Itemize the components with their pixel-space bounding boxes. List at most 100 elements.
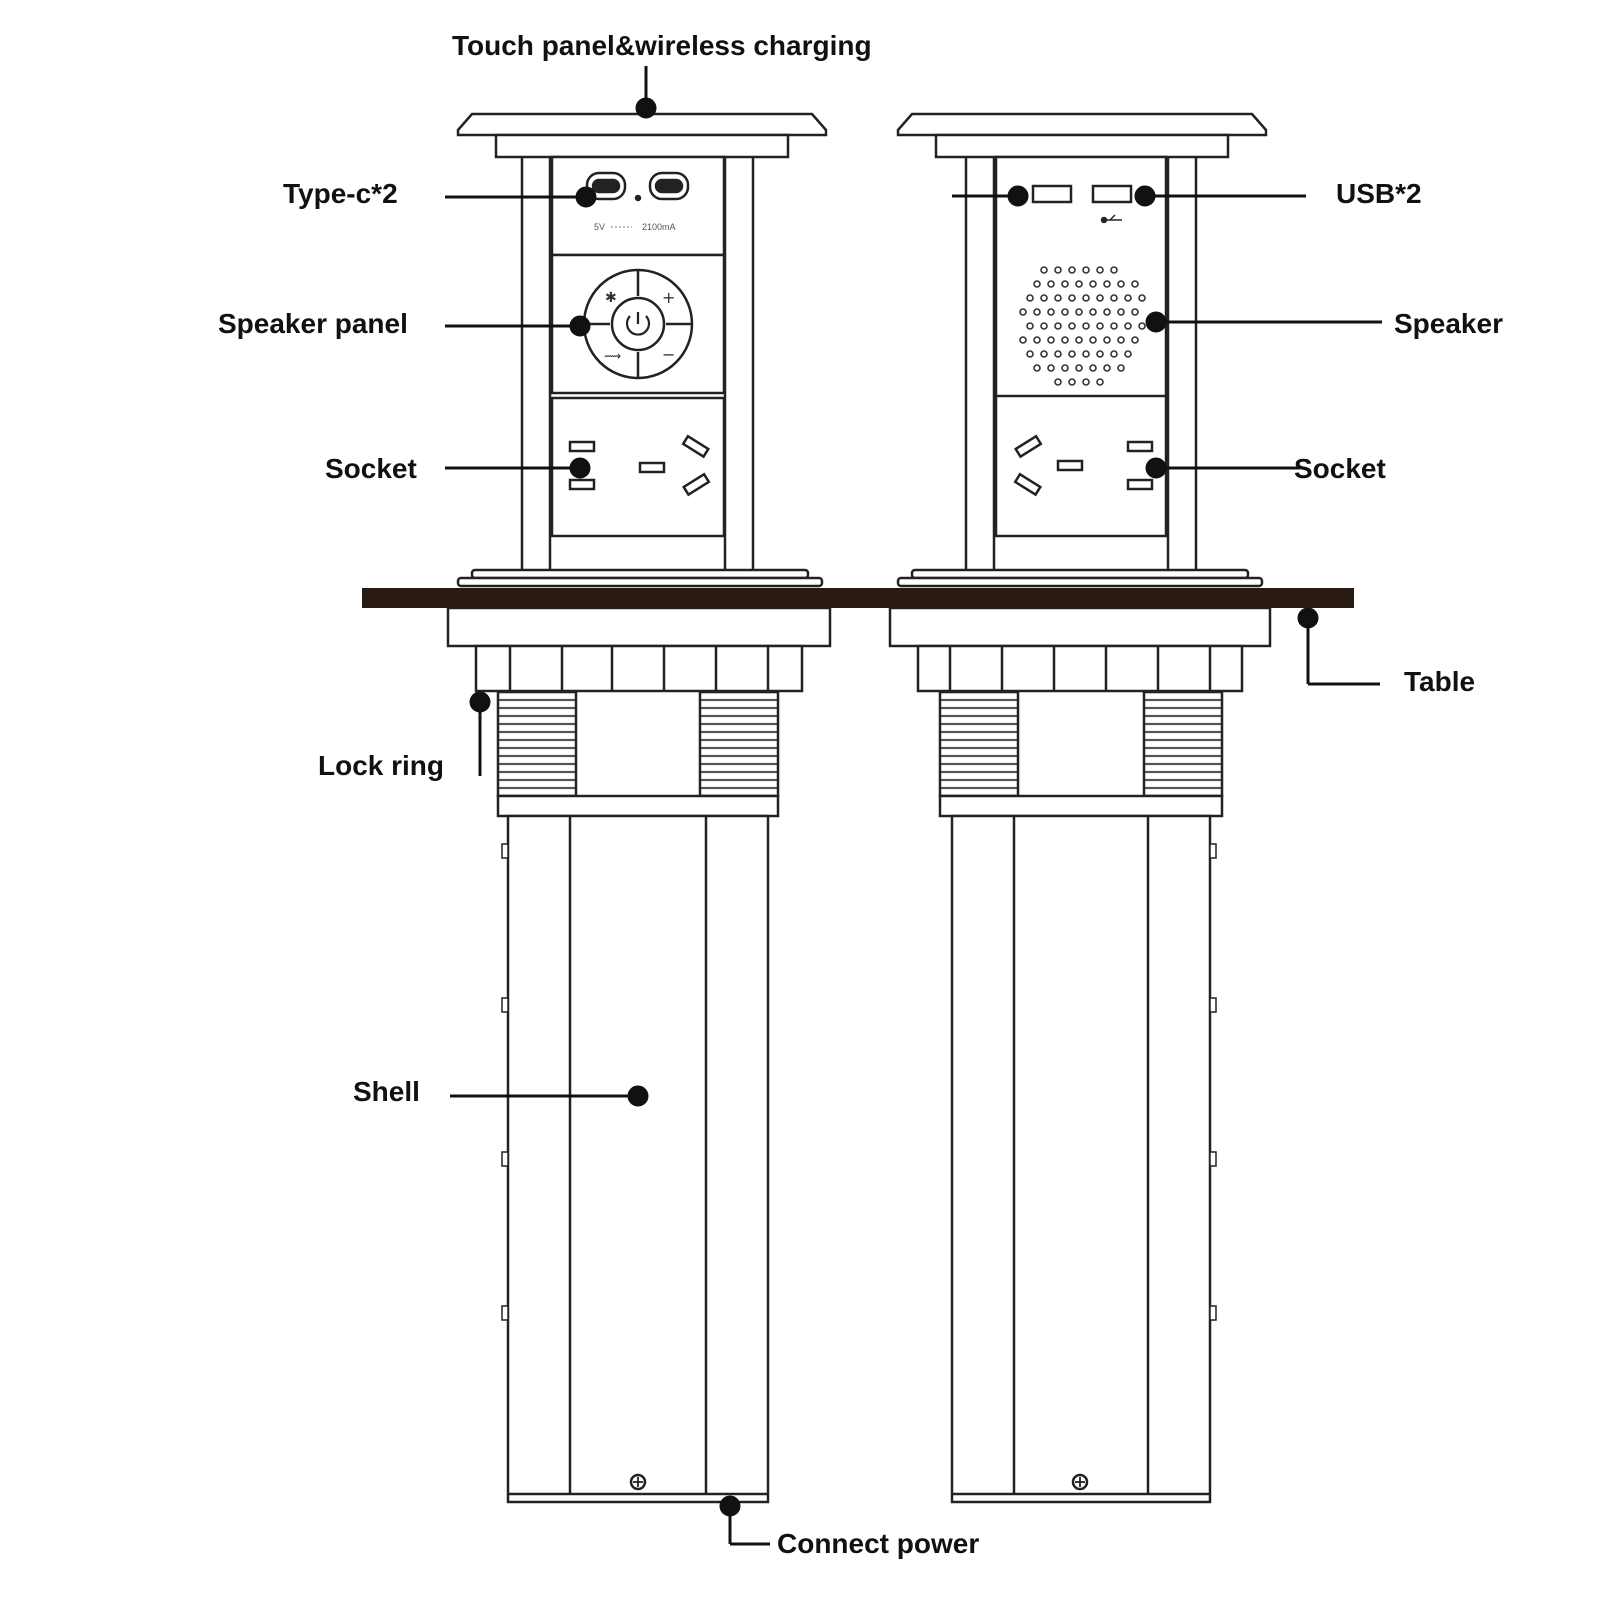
grille-hole <box>1117 364 1125 372</box>
grille-hole <box>1110 294 1118 302</box>
left-shell <box>501 814 770 1504</box>
grille-hole <box>1131 280 1139 288</box>
grille-hole <box>1096 378 1104 386</box>
leader-touch-panel <box>635 66 657 119</box>
svg-text:−: − <box>662 345 675 364</box>
label-speaker-panel: Speaker panel <box>218 308 408 339</box>
grille-hole <box>1082 378 1090 386</box>
grille-hole <box>1131 308 1139 316</box>
left-unit: ✱ + − ⟿ <box>446 112 832 1504</box>
grille-hole <box>1138 322 1146 330</box>
leader-type-c <box>445 186 597 208</box>
right-lid <box>896 112 1268 159</box>
label-usb: USB*2 <box>1336 178 1422 209</box>
grille-hole <box>1075 280 1083 288</box>
grille-hole <box>1033 364 1041 372</box>
label-lock-ring: Lock ring <box>318 750 445 781</box>
grille-hole <box>1068 322 1076 330</box>
leader-table <box>1297 607 1380 686</box>
grille-hole <box>1033 336 1041 344</box>
label-type-c: Type-c*2 <box>283 178 398 209</box>
grille-hole <box>1117 308 1125 316</box>
grille-hole <box>1061 308 1069 316</box>
label-table: Table <box>1404 666 1476 697</box>
grille-hole <box>1040 266 1048 274</box>
leader-speaker <box>1145 311 1382 333</box>
grille-hole <box>1089 336 1097 344</box>
label-socket-left: Socket <box>325 453 417 484</box>
right-collar <box>888 606 1272 693</box>
grille-hole <box>1075 308 1083 316</box>
grille-hole <box>1061 336 1069 344</box>
voltage-text: 5V <box>594 222 605 232</box>
grille-hole <box>1096 294 1104 302</box>
label-speaker: Speaker <box>1394 308 1503 339</box>
label-connect-power: Connect power <box>777 1528 980 1559</box>
leader-shell <box>450 1085 649 1107</box>
left-flange <box>456 568 824 588</box>
grille-hole <box>1061 280 1069 288</box>
left-speaker-panel: ✱ + − ⟿ <box>550 253 726 395</box>
leader-socket-left <box>445 457 591 479</box>
grille-hole <box>1117 336 1125 344</box>
grille-hole <box>1089 364 1097 372</box>
grille-hole <box>1103 280 1111 288</box>
grille-hole <box>1054 294 1062 302</box>
left-collar <box>446 606 832 693</box>
grille-hole <box>1026 350 1034 358</box>
grille-hole <box>1047 336 1055 344</box>
grille-hole <box>1131 336 1139 344</box>
grille-hole <box>1068 378 1076 386</box>
grille-hole <box>1019 308 1027 316</box>
grille-hole <box>1096 350 1104 358</box>
right-socket-panel <box>994 394 1168 538</box>
right-body <box>964 157 1198 570</box>
grille-hole <box>1040 350 1048 358</box>
grille-hole <box>1054 322 1062 330</box>
right-shell <box>950 814 1217 1504</box>
grille-hole <box>1047 280 1055 288</box>
grille-hole <box>1068 294 1076 302</box>
grille-hole <box>1124 294 1132 302</box>
grille-hole <box>1138 294 1146 302</box>
grille-hole <box>1082 322 1090 330</box>
grille-hole <box>1103 336 1111 344</box>
grille-hole <box>1061 364 1069 372</box>
grille-hole <box>1019 336 1027 344</box>
svg-text:✱: ✱ <box>605 290 617 306</box>
current-text: 2100mA <box>642 222 676 232</box>
grille-hole <box>1110 266 1118 274</box>
grille-hole <box>1075 336 1083 344</box>
left-threads <box>496 690 780 818</box>
right-threads <box>938 690 1224 818</box>
grille-hole <box>1082 294 1090 302</box>
svg-text:⟿: ⟿ <box>604 349 621 363</box>
leader-socket-right <box>1145 457 1300 479</box>
leader-speaker-panel <box>445 315 591 337</box>
grille-hole <box>1124 322 1132 330</box>
grille-hole <box>1054 378 1062 386</box>
grille-hole <box>1047 364 1055 372</box>
left-lid <box>456 112 828 159</box>
leader-lock-ring <box>469 691 491 776</box>
grille-hole <box>1054 266 1062 274</box>
grille-hole <box>1040 294 1048 302</box>
label-touch-panel: Touch panel&wireless charging <box>452 30 872 61</box>
left-typec-panel <box>550 155 726 257</box>
speaker-grille <box>1019 266 1146 386</box>
grille-hole <box>1026 294 1034 302</box>
grille-hole <box>1110 350 1118 358</box>
right-flange <box>896 568 1264 588</box>
grille-hole <box>1040 322 1048 330</box>
grille-hole <box>1089 280 1097 288</box>
grille-hole <box>1103 364 1111 372</box>
grille-hole <box>1089 308 1097 316</box>
grille-hole <box>1047 308 1055 316</box>
grille-hole <box>1082 350 1090 358</box>
leader-usb <box>952 185 1306 207</box>
label-shell: Shell <box>353 1076 420 1107</box>
grille-hole <box>1068 266 1076 274</box>
grille-hole <box>1103 308 1111 316</box>
label-socket-right: Socket <box>1294 453 1386 484</box>
leader-connect-power <box>719 1495 770 1546</box>
